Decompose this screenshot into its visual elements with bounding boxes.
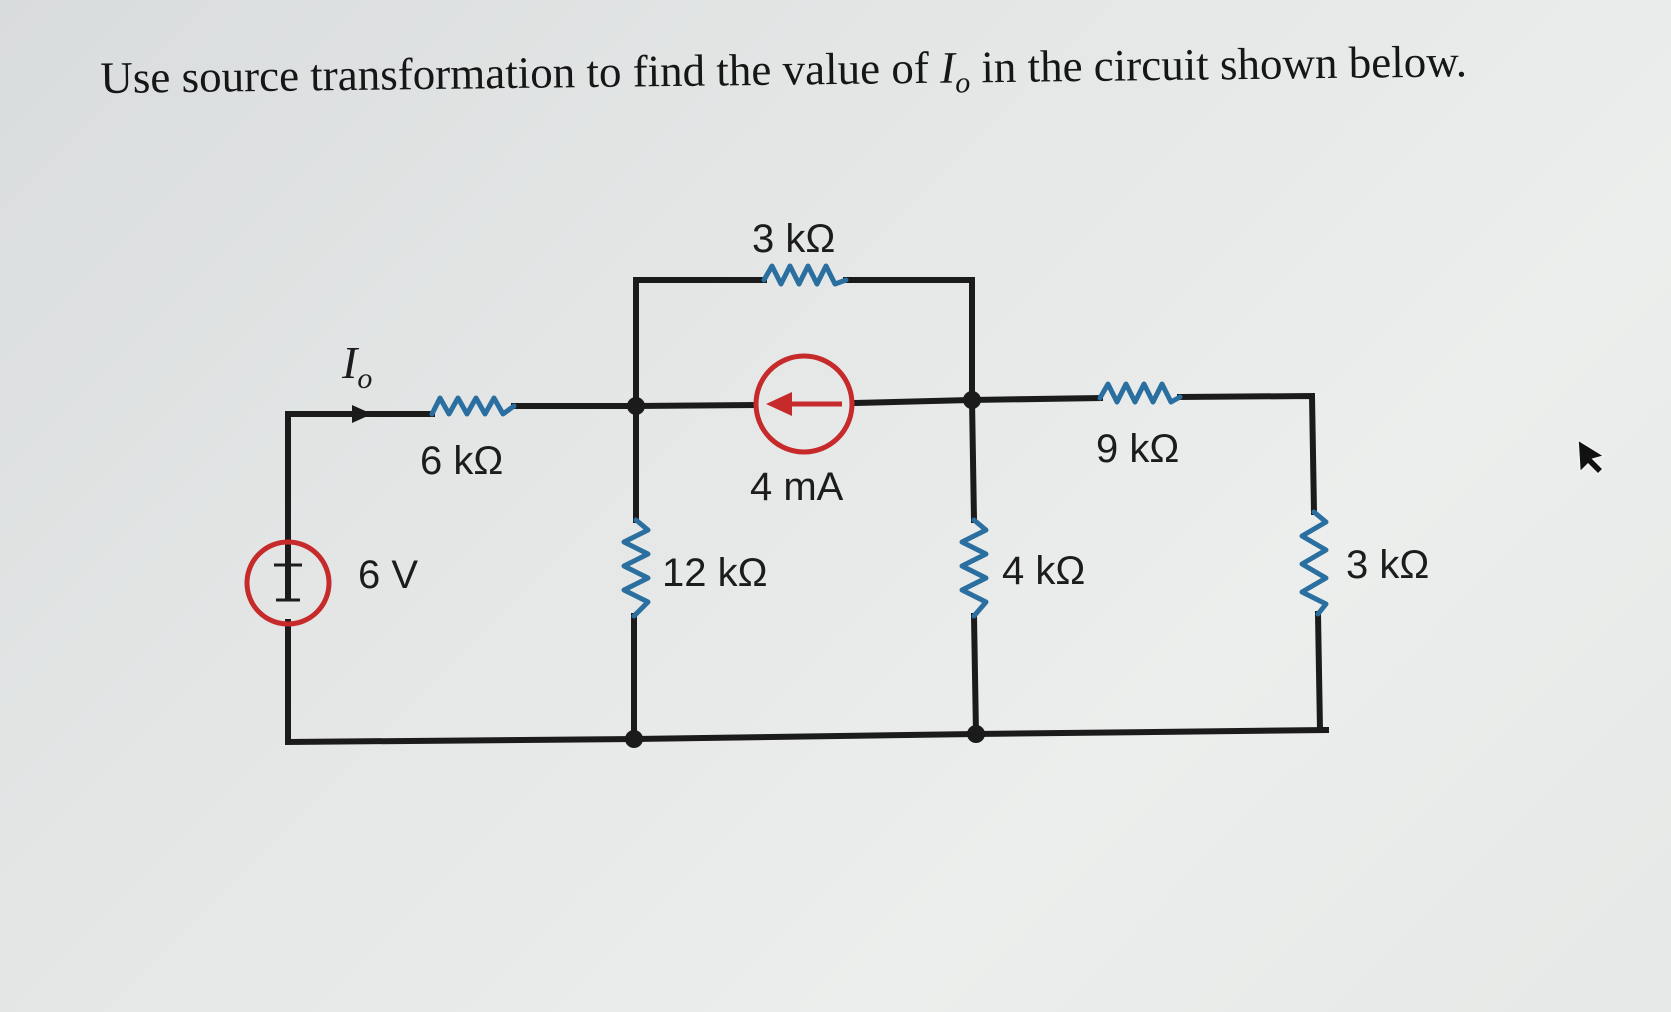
wire-3k-right-bottom bbox=[1314, 610, 1329, 733]
junction-bottom-left bbox=[625, 730, 643, 748]
resistor-9k bbox=[1097, 381, 1183, 405]
wire-node-b-to-9k bbox=[968, 394, 1104, 404]
wire-source-bottom bbox=[285, 619, 638, 746]
mouse-cursor-icon bbox=[1577, 438, 1606, 476]
junction-node-a bbox=[627, 397, 645, 415]
resistor-6k bbox=[429, 395, 517, 417]
current-source-4ma bbox=[753, 353, 855, 455]
wire-cs-to-node-b bbox=[850, 396, 976, 407]
resistor-4k bbox=[959, 517, 989, 619]
wire-9k-right bbox=[1176, 392, 1318, 516]
label-9k: 9 kΩ bbox=[1096, 427, 1179, 471]
label-6k: 6 kΩ bbox=[420, 439, 503, 483]
io-direction-arrow-icon bbox=[352, 405, 372, 423]
junction-node-b bbox=[963, 391, 981, 409]
label-12k: 12 kΩ bbox=[662, 551, 768, 595]
resistor-12k bbox=[621, 517, 651, 619]
label-4k: 4 kΩ bbox=[1002, 549, 1085, 593]
label-3k-top: 3 kΩ bbox=[752, 217, 835, 261]
resistor-3k-right bbox=[1299, 509, 1329, 617]
voltage-source-circle bbox=[244, 539, 332, 627]
label-6v: 6 V bbox=[358, 553, 418, 597]
wire-node-a-top bbox=[633, 277, 767, 409]
resistor-3k-top bbox=[761, 263, 849, 287]
wire-3k-top-right bbox=[843, 277, 975, 403]
wire-left-top bbox=[285, 411, 435, 599]
voltage-source-6v bbox=[244, 539, 332, 627]
wire-4k-to-bottom bbox=[970, 612, 980, 738]
wire-node-b-to-4k bbox=[968, 396, 978, 524]
junction-bottom-right bbox=[967, 725, 985, 743]
circuit-wires bbox=[285, 277, 1330, 746]
label-4ma: 4 mA bbox=[750, 465, 844, 509]
io-label: Io bbox=[341, 337, 372, 395]
label-3k-right: 3 kΩ bbox=[1346, 543, 1429, 587]
wire-node-a-to-cs bbox=[632, 401, 758, 410]
current-source-arrow-icon bbox=[766, 392, 792, 416]
current-source-circle bbox=[753, 353, 855, 455]
